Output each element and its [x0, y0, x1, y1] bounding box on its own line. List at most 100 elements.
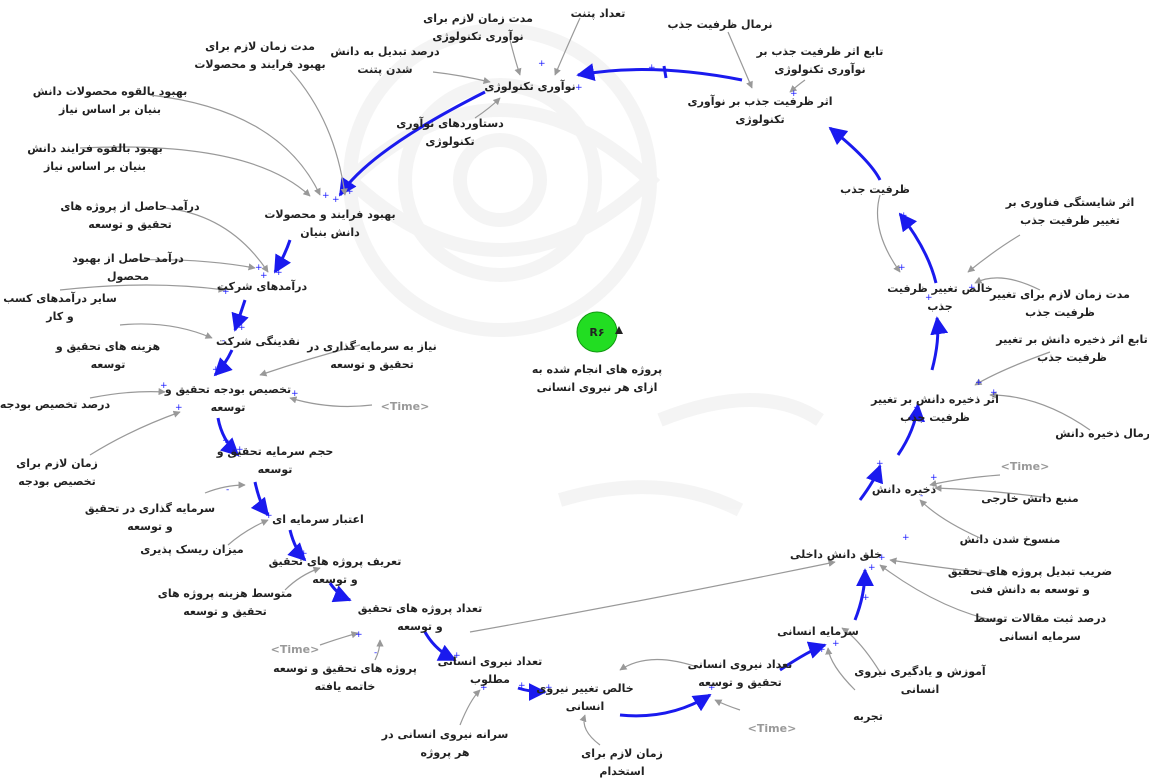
svg-text:+: + — [212, 365, 220, 375]
svg-text:+: + — [175, 403, 183, 413]
svg-text:+: + — [878, 553, 886, 563]
node-normal-knowledge[interactable]: نرمال ذخیره دانش — [1055, 427, 1149, 440]
node-knowledge-stock[interactable]: ذخیره دانش — [872, 483, 937, 496]
polarity-marks: + + + + + + + + + + + + + + - + + + + + … — [160, 59, 998, 711]
svg-text:+: + — [930, 473, 938, 483]
svg-text:+: + — [222, 287, 230, 297]
node-absorb-capacity[interactable]: ظرفیت جذب — [840, 183, 910, 196]
svg-text:+: + — [518, 681, 526, 691]
svg-text:-: - — [226, 485, 229, 495]
node-external-knowledge[interactable]: منبع دانش خارجی — [981, 492, 1079, 505]
svg-text:+: + — [968, 283, 976, 293]
svg-text:+: + — [332, 195, 340, 205]
svg-text:+: + — [818, 645, 826, 655]
svg-text:-: - — [222, 336, 225, 346]
svg-text:+: + — [862, 593, 870, 603]
time-var-budget[interactable]: <Time> — [381, 400, 430, 413]
main-loop-arrows — [213, 63, 949, 718]
svg-text:+: + — [338, 593, 346, 603]
node-normal-absorb[interactable]: نرمال ظرفیت جذب — [668, 18, 773, 31]
svg-text:+: + — [255, 263, 263, 273]
svg-text:+: + — [708, 683, 716, 693]
svg-text:-: - — [374, 648, 377, 658]
svg-text:+: + — [236, 445, 244, 455]
svg-text:+: + — [790, 89, 798, 99]
node-internal-knowledge[interactable]: خلق دانش داخلی — [790, 548, 882, 561]
loop-id: R۶ — [589, 326, 604, 339]
svg-text:+: + — [832, 639, 840, 649]
svg-text:+: + — [160, 381, 168, 391]
svg-text:+: + — [222, 436, 230, 446]
node-tech-innovation[interactable]: نوآوری تکنولوژی — [484, 79, 575, 93]
time-var-projects[interactable]: <Time> — [271, 643, 320, 656]
svg-text:+: + — [265, 511, 273, 521]
node-company-income[interactable]: درآمدهای شرکت — [217, 279, 308, 293]
svg-text:+: + — [868, 563, 876, 573]
node-experience[interactable]: تجربه — [853, 710, 883, 723]
svg-text:+: + — [925, 293, 933, 303]
svg-text:+: + — [898, 263, 906, 273]
node-investment-credit[interactable]: اعتبار سرمایه ای — [272, 513, 364, 526]
svg-text:+: + — [545, 683, 553, 693]
svg-text:+: + — [876, 459, 884, 469]
node-human-capital[interactable]: سرمایه انسانی — [777, 625, 859, 638]
time-var-knowledge[interactable]: <Time> — [1001, 460, 1050, 473]
loop-marker[interactable]: R۶ — [576, 311, 623, 353]
svg-text:-: - — [920, 491, 923, 501]
node-risk-tolerance[interactable]: میزان ریسک پذیری — [140, 543, 243, 556]
node-liquidity[interactable]: نقدینگی شرکت — [216, 335, 300, 348]
svg-text:+: + — [322, 191, 330, 201]
svg-text:+: + — [990, 388, 998, 398]
svg-text:+: + — [346, 187, 354, 197]
node-budget-pct[interactable]: درصد تخصیص بودجه — [0, 398, 110, 411]
svg-text:+: + — [300, 549, 308, 559]
auxiliary-arrows — [59, 17, 1091, 746]
svg-text:+: + — [698, 701, 706, 711]
svg-text:+: + — [453, 651, 461, 661]
svg-text:+: + — [275, 268, 283, 278]
svg-text:+: + — [355, 630, 363, 640]
svg-text:+: + — [480, 683, 488, 693]
node-num-patents[interactable]: تعداد پتنت — [571, 7, 626, 20]
node-knowledge-obsolete[interactable]: منسوخ شدن دانش — [960, 533, 1061, 546]
time-var-staff[interactable]: <Time> — [748, 722, 797, 735]
